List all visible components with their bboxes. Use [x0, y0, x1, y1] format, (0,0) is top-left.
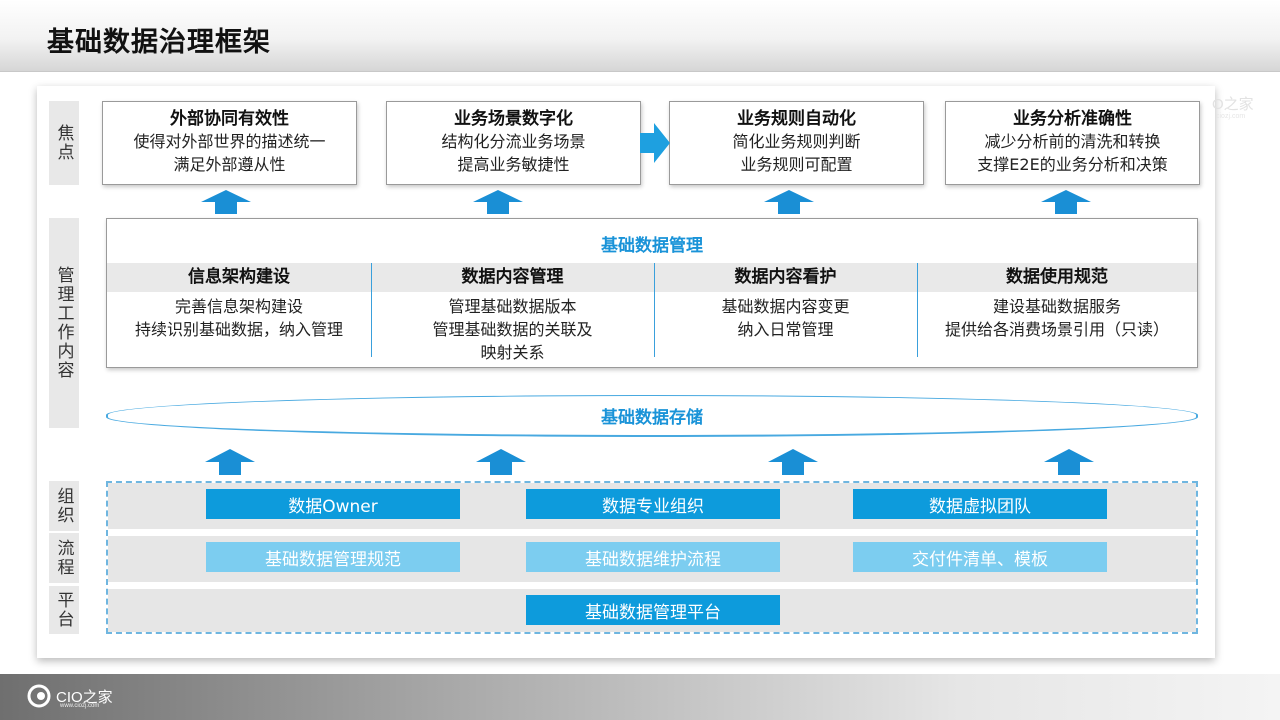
side-label-org-text: 组织: [53, 487, 74, 525]
platform-chip-mgmt-platform: 基础数据管理平台: [526, 595, 780, 625]
focus-box-title: 业务规则自动化: [737, 109, 856, 129]
focus-box-line: 使得对外部世界的描述统一: [133, 132, 326, 151]
focus-box-line: 简化业务规则判断: [732, 132, 861, 151]
mgmt-divider: [654, 263, 655, 357]
management-header-band: [107, 263, 1197, 292]
foundation-frame: [106, 481, 1198, 634]
side-label-mgmt: 管理工作内容: [49, 218, 79, 428]
footer-bar: [0, 674, 1280, 720]
mgmt-column-body: 基础数据内容变更 纳入日常管理: [654, 295, 917, 341]
watermark: O之家: [1212, 96, 1254, 113]
focus-box-external-collab: 外部协同有效性 使得对外部世界的描述统一 满足外部遵从性: [102, 101, 357, 185]
mgmt-column-line: 提供给各消费场景引用（只读）: [944, 320, 1169, 339]
storage-label: 基础数据存储: [601, 408, 703, 428]
mgmt-column-line: 完善信息架构建设: [174, 297, 303, 316]
cio-logo-text: CIO之家: [56, 688, 113, 706]
mgmt-column-content-mgmt: 数据内容管理 管理基础数据版本 管理基础数据的关联及 映射关系: [371, 263, 654, 364]
focus-box-line: 满足外部遵从性: [173, 155, 286, 174]
mgmt-column-content-care: 数据内容看护 基础数据内容变更 纳入日常管理: [654, 263, 917, 341]
side-label-mgmt-text: 管理工作内容: [53, 266, 74, 380]
focus-box-line: 结构化分流业务场景: [441, 132, 586, 151]
mgmt-column-body: 管理基础数据版本 管理基础数据的关联及 映射关系: [371, 295, 654, 364]
org-chip-virtual-team: 数据虚拟团队: [853, 489, 1107, 519]
mgmt-column-usage-spec: 数据使用规范 建设基础数据服务 提供给各消费场景引用（只读）: [917, 263, 1197, 341]
org-chip-data-owner: 数据Owner: [206, 489, 460, 519]
mgmt-column-line: 映射关系: [480, 343, 545, 362]
mgmt-divider: [917, 263, 918, 357]
storage-band: 基础数据存储: [106, 395, 1198, 437]
up-arrow-icon: [1044, 449, 1094, 475]
process-chip-deliverables: 交付件清单、模板: [853, 542, 1107, 572]
mgmt-column-line: 持续识别基础数据，纳入管理: [134, 320, 343, 339]
focus-box-line: 支撑E2E的业务分析和决策: [977, 155, 1168, 174]
up-arrow-icon: [201, 190, 251, 214]
cio-logo: CIO之家: [26, 680, 113, 712]
page-title: 基础数据治理框架: [47, 27, 271, 58]
up-arrow-icon: [205, 449, 255, 475]
focus-box-analysis-accuracy: 业务分析准确性 减少分析前的清洗和转换 支撑E2E的业务分析和决策: [945, 101, 1200, 185]
side-label-platform: 平台: [49, 586, 79, 634]
side-label-process-text: 流程: [53, 539, 74, 577]
side-label-focus: 焦点: [49, 101, 79, 185]
focus-box-title: 外部协同有效性: [170, 109, 289, 129]
mgmt-column-body: 建设基础数据服务 提供给各消费场景引用（只读）: [917, 295, 1197, 341]
up-arrow-icon: [764, 190, 814, 214]
mgmt-column-head: 数据内容管理: [461, 267, 564, 287]
mgmt-column-line: 基础数据内容变更: [721, 297, 850, 316]
cio-logo-icon: [27, 684, 51, 708]
management-box: 基础数据管理 信息架构建设 完善信息架构建设 持续识别基础数据，纳入管理 数据内…: [106, 218, 1198, 368]
up-arrow-icon: [473, 190, 523, 214]
up-arrow-icon: [476, 449, 526, 475]
title-bar: [0, 0, 1280, 72]
mgmt-column-line: 管理基础数据版本: [448, 297, 577, 316]
mgmt-column-info-arch: 信息架构建设 完善信息架构建设 持续识别基础数据，纳入管理: [107, 263, 371, 341]
mgmt-column-line: 建设基础数据服务: [992, 297, 1121, 316]
mgmt-column-line: 纳入日常管理: [737, 320, 834, 339]
cio-logo-sub: www.ciozj.com: [60, 703, 100, 709]
focus-box-line: 业务规则可配置: [740, 155, 853, 174]
org-chip-pro-org: 数据专业组织: [526, 489, 780, 519]
side-label-process: 流程: [49, 533, 79, 583]
mgmt-divider: [371, 263, 372, 357]
focus-box-title: 业务场景数字化: [454, 109, 573, 129]
right-arrow-icon: [640, 123, 670, 163]
focus-box-scenario-digital: 业务场景数字化 结构化分流业务场景 提高业务敏捷性: [386, 101, 641, 185]
management-title: 基础数据管理: [601, 236, 703, 256]
mgmt-column-head: 数据内容看护: [734, 267, 837, 287]
up-arrow-icon: [768, 449, 818, 475]
focus-box-title: 业务分析准确性: [1013, 109, 1132, 129]
mgmt-column-body: 完善信息架构建设 持续识别基础数据，纳入管理: [107, 295, 371, 341]
focus-box-line: 减少分析前的清洗和转换: [984, 132, 1161, 151]
process-chip-mgmt-spec: 基础数据管理规范: [206, 542, 460, 572]
watermark-sub: ciozj.com: [1216, 113, 1246, 120]
process-chip-maint-flow: 基础数据维护流程: [526, 542, 780, 572]
focus-box-rule-automation: 业务规则自动化 简化业务规则判断 业务规则可配置: [669, 101, 924, 185]
side-label-focus-text: 焦点: [53, 124, 74, 162]
focus-box-line: 提高业务敏捷性: [457, 155, 570, 174]
side-label-platform-text: 平台: [53, 591, 74, 629]
mgmt-column-head: 数据使用规范: [1006, 267, 1108, 287]
up-arrow-icon: [1041, 190, 1091, 214]
mgmt-column-head: 信息架构建设: [188, 267, 290, 287]
mgmt-column-line: 管理基础数据的关联及: [432, 320, 593, 339]
side-label-org: 组织: [49, 481, 79, 531]
